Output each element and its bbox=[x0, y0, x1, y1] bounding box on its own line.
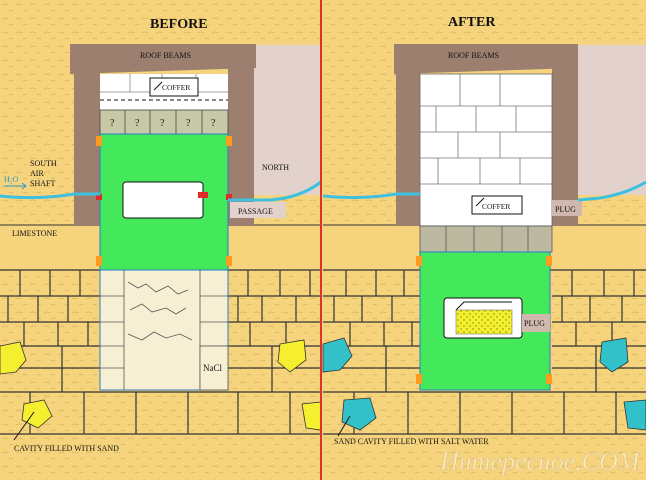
question-mark: ? bbox=[160, 118, 165, 129]
before-left-wall bbox=[74, 66, 100, 226]
before-unknown-block-dividers bbox=[124, 110, 203, 134]
south-label: SOUTH bbox=[30, 159, 57, 168]
after-title: AFTER bbox=[448, 15, 496, 30]
shaft-label: SHAFT bbox=[30, 179, 55, 188]
nacl-block bbox=[199, 345, 229, 391]
after-north-shaft bbox=[577, 180, 646, 202]
after-coffer-lid-open bbox=[455, 301, 512, 311]
before-red-marker bbox=[226, 194, 232, 200]
before-coffer-label: COFFER bbox=[162, 83, 190, 92]
after-left-wall bbox=[396, 66, 420, 226]
after-roof-beams bbox=[394, 44, 578, 74]
orange-marker bbox=[546, 374, 552, 384]
before-coffer-lid bbox=[153, 81, 163, 91]
after-right-wall bbox=[552, 66, 578, 226]
after-water-cavity bbox=[322, 337, 353, 373]
h2o-label: H₂O bbox=[4, 175, 19, 184]
cavity-sand-label: CAVITY FILLED WITH SAND bbox=[14, 444, 119, 453]
air-label: AIR bbox=[30, 169, 44, 178]
before-panel: ROOF BEAMS COFFER ? ? ? ? ? bbox=[0, 17, 322, 453]
left-pink-wall bbox=[253, 45, 321, 195]
after-grey-dividers bbox=[445, 226, 529, 252]
orange-marker bbox=[226, 256, 232, 266]
watermark: Интересное.COM bbox=[439, 447, 641, 476]
after-plug-inner-label: PLUG bbox=[524, 319, 545, 328]
after-coffer-label: COFFER bbox=[482, 202, 510, 211]
north-shaft bbox=[228, 180, 322, 202]
before-unknown-blocks bbox=[99, 109, 229, 135]
question-mark: ? bbox=[211, 118, 216, 129]
south-air-shaft bbox=[0, 192, 100, 200]
cavity-sand-pointer bbox=[13, 411, 35, 441]
before-sand-cavity bbox=[21, 399, 53, 429]
after-plug-north bbox=[552, 200, 582, 216]
after-grey-blocks bbox=[419, 225, 553, 253]
after-block-lines bbox=[420, 74, 552, 185]
before-bricks bbox=[0, 269, 321, 435]
before-salt-blocks bbox=[100, 270, 228, 390]
orange-marker bbox=[546, 256, 552, 266]
cavity-water-label: SAND CAVITY FILLED WITH SALT WATER bbox=[334, 437, 489, 446]
orange-marker bbox=[96, 136, 102, 146]
limestone-label: LIMESTONE bbox=[12, 229, 57, 238]
question-mark: ? bbox=[186, 118, 191, 129]
cavity-water-pointer bbox=[337, 415, 351, 437]
before-red-marker bbox=[96, 194, 102, 200]
nacl-label: NaCl bbox=[203, 363, 222, 373]
h2o-arrow bbox=[4, 182, 27, 190]
question-mark: ? bbox=[135, 118, 140, 129]
after-south-shaft bbox=[322, 192, 420, 200]
before-red-marker bbox=[198, 192, 208, 198]
after-water-cavity bbox=[623, 399, 646, 431]
after-plug-north-label: PLUG bbox=[555, 205, 576, 214]
before-roof-beams bbox=[70, 44, 256, 74]
right-pink-wall bbox=[578, 45, 646, 195]
before-sand-cavity bbox=[0, 341, 27, 375]
after-panel: ROOF BEAMS COFFER PLUG PLUG AF bbox=[322, 15, 646, 476]
after-coffer-lid bbox=[475, 197, 485, 207]
passage-box bbox=[230, 202, 286, 218]
after-water-cavity bbox=[599, 337, 629, 373]
before-sand-cavity bbox=[277, 339, 307, 373]
before-title: BEFORE bbox=[150, 17, 208, 32]
after-plug-inner bbox=[522, 314, 550, 332]
after-coffer bbox=[471, 195, 523, 215]
orange-marker bbox=[96, 256, 102, 266]
orange-marker bbox=[226, 136, 232, 146]
question-mark: ? bbox=[110, 118, 115, 129]
orange-marker bbox=[416, 256, 422, 266]
north-label: NORTH bbox=[262, 163, 289, 172]
passage-label: PASSAGE bbox=[238, 207, 273, 216]
before-roof-beams-label: ROOF BEAMS bbox=[140, 51, 191, 60]
orange-marker bbox=[416, 374, 422, 384]
before-coffer-box bbox=[122, 181, 204, 219]
after-roof-beams-label: ROOF BEAMS bbox=[448, 51, 499, 60]
after-coffer-sand bbox=[455, 309, 513, 335]
after-water-cavity bbox=[341, 397, 377, 431]
